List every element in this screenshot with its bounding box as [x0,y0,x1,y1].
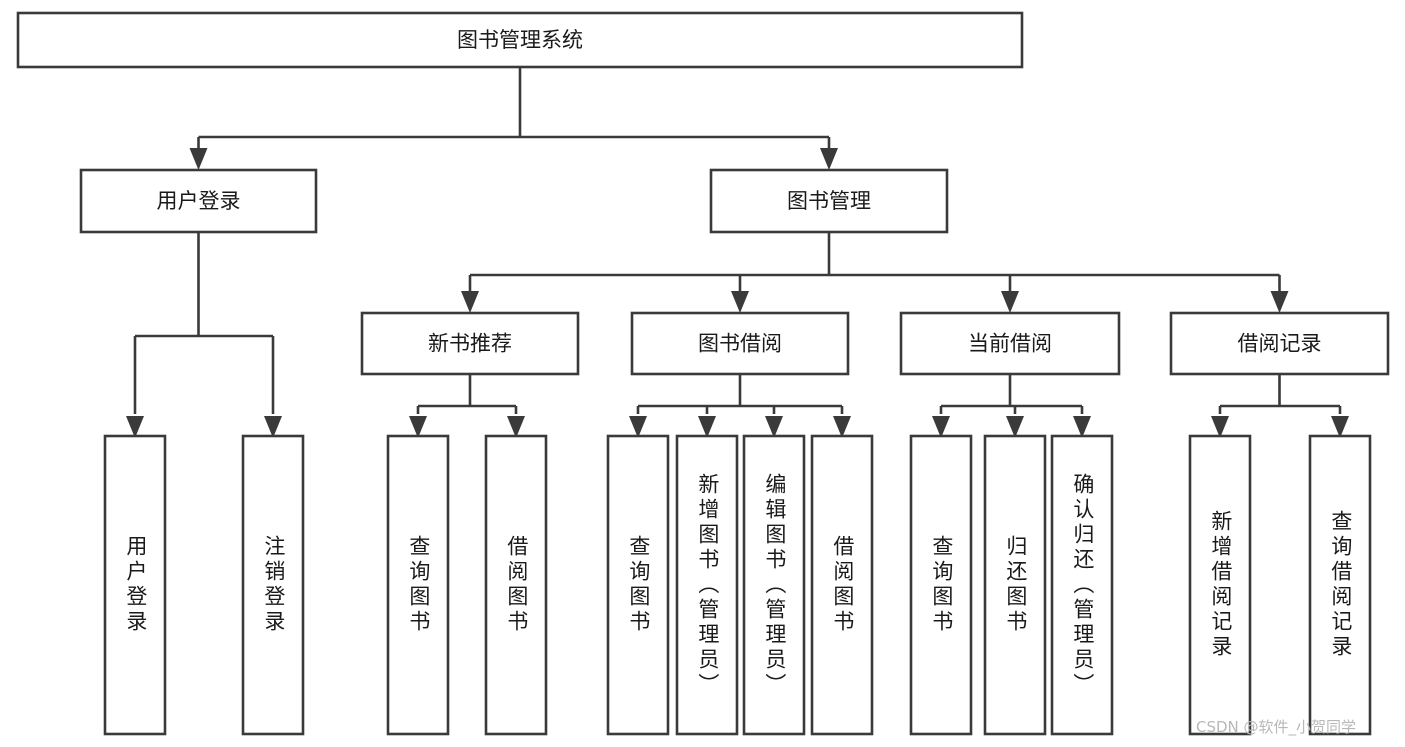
node-root-label: 图书管理系统 [457,28,583,52]
arrow-down-icon [409,416,427,438]
arrow-down-icon [461,291,479,313]
node-l2-label: 用户登录 [157,189,241,213]
arrow-down-icon [1331,416,1349,438]
node-leaf-box[interactable] [742,434,806,736]
arrow-down-icon [1006,416,1024,438]
node-l2-box[interactable] [79,168,318,234]
node-leaf-box[interactable] [1188,434,1252,736]
node-leaf-box[interactable] [386,434,450,736]
node-leaf-box[interactable] [103,434,167,736]
arrow-down-icon [820,148,838,170]
arrow-down-icon [1073,416,1091,438]
arrow-down-icon [264,416,282,438]
node-l3-label: 新书推荐 [428,332,512,356]
node-box-layer [16,11,1390,736]
node-leaf-box[interactable] [983,434,1047,736]
node-l3-label: 借阅记录 [1238,332,1322,356]
arrow-down-icon [1270,291,1289,313]
arrow-down-icon [731,291,749,313]
arrow-down-icon [189,148,208,170]
node-leaf-box[interactable] [675,434,739,736]
node-leaf-box[interactable] [241,434,305,736]
arrow-down-icon [1001,291,1019,313]
node-l3-box[interactable] [630,311,850,376]
node-leaf-box[interactable] [606,434,670,736]
connector-layer [126,67,1349,438]
node-l3-label: 图书借阅 [698,332,782,356]
node-leaf-box[interactable] [810,434,874,736]
node-l2-box[interactable] [709,168,949,234]
arrow-down-icon [932,416,950,438]
arrow-down-icon [126,416,144,438]
arrow-down-icon [507,416,525,438]
node-l2-label: 图书管理 [787,189,871,213]
arrow-down-icon [765,416,783,438]
node-root-box[interactable] [16,11,1024,69]
node-l3-label: 当前借阅 [968,332,1052,356]
arrow-down-icon [698,416,716,438]
arrow-down-icon [833,416,851,438]
node-leaf-box[interactable] [1308,434,1372,736]
arrow-down-icon [629,416,647,438]
node-l3-box[interactable] [899,311,1121,376]
node-leaf-box[interactable] [1050,434,1114,736]
node-l3-box[interactable] [1169,311,1390,376]
node-leaf-box[interactable] [909,434,973,736]
node-l3-box[interactable] [360,311,580,376]
csdn-watermark: CSDN @软件_小贺同学 [1196,718,1357,736]
node-leaf-box[interactable] [484,434,548,736]
arrow-down-icon [1211,416,1229,438]
